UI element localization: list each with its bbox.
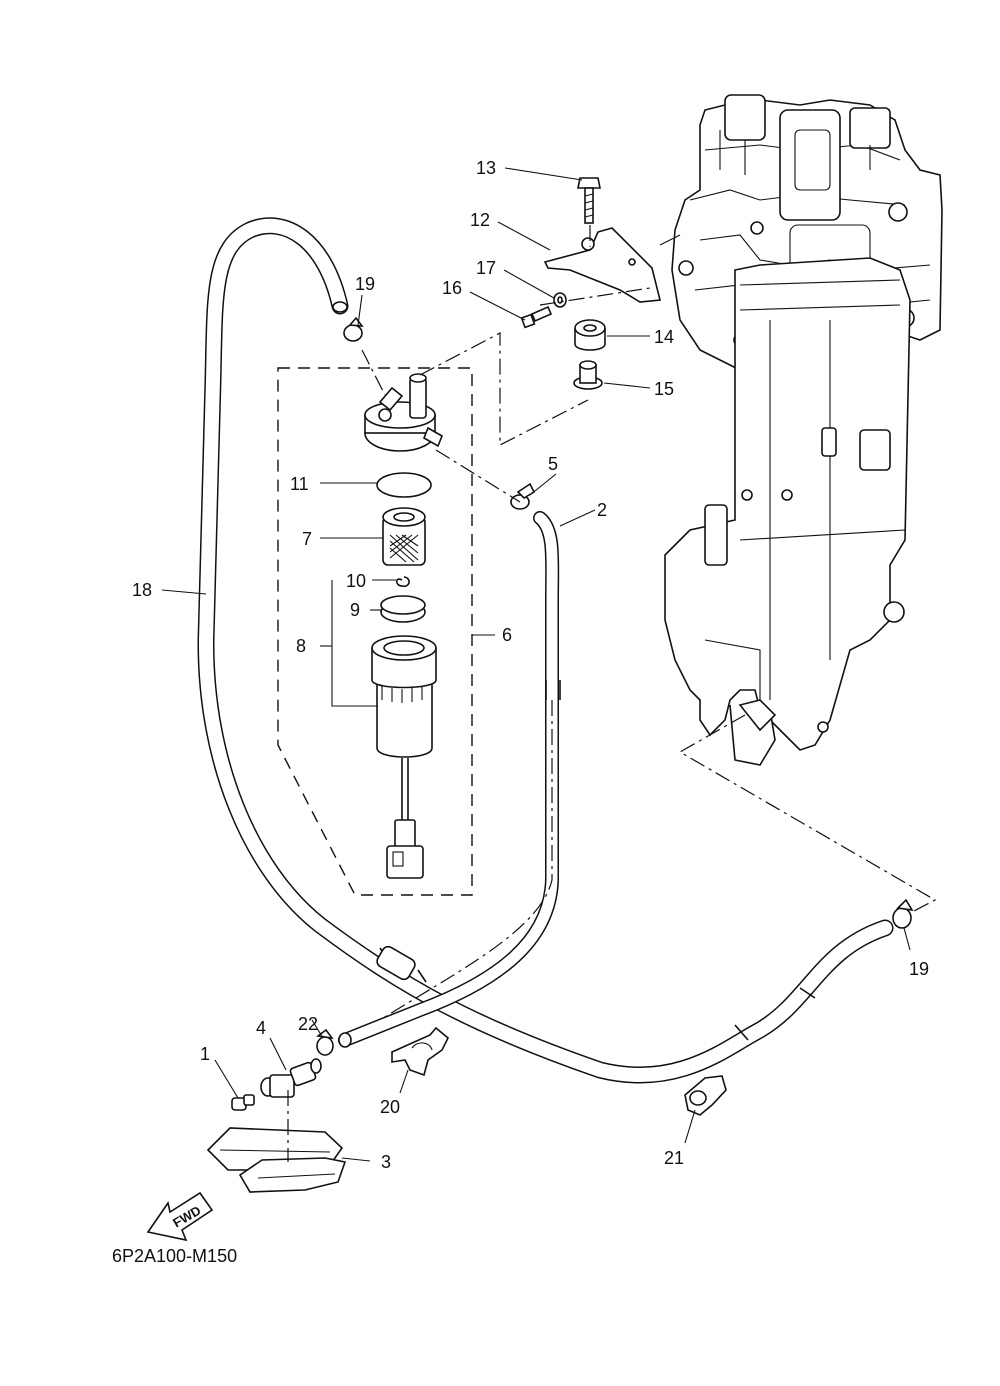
callout-8: 8: [296, 636, 306, 656]
callout-12: 12: [470, 210, 490, 230]
callout-1: 1: [200, 1044, 210, 1064]
bracket-12: [543, 227, 662, 303]
vapor-separator: [664, 257, 911, 766]
o-ring-11: [376, 472, 432, 498]
callout-7: 7: [302, 529, 312, 549]
callout-15: 15: [654, 379, 674, 399]
callout-11: 11: [290, 474, 309, 494]
callout-20: 20: [380, 1097, 400, 1117]
grommet-14: [574, 319, 606, 351]
clip-5: [510, 482, 536, 510]
callout-6: 6: [502, 625, 512, 645]
fuel-filter-head: [364, 373, 444, 452]
hose-2: [338, 511, 561, 1048]
callout-19-lower: 19: [909, 959, 929, 979]
collar-15: [573, 360, 603, 390]
cover-3: [206, 1127, 347, 1193]
callout-19-upper: 19: [355, 274, 375, 294]
fwd-arrow: FWD: [146, 1191, 214, 1242]
plug-1: [231, 1094, 255, 1111]
callout-13: 13: [476, 158, 496, 178]
callout-labels: 13 12 17 16 19 14 15 5 2 11 7 10 9 8 6 1…: [132, 158, 929, 1172]
bolt-13: [577, 177, 601, 224]
washer-17: [553, 292, 567, 308]
cap-9: [380, 595, 426, 623]
joint-4: [260, 1058, 322, 1098]
callout-22: 22: [298, 1014, 318, 1034]
callout-9: 9: [350, 600, 360, 620]
clamp-21: [684, 1075, 727, 1116]
bolt-16: [520, 305, 553, 329]
clamp-20: [391, 1026, 449, 1077]
callout-4: 4: [256, 1018, 266, 1038]
hose-18: [197, 217, 894, 1084]
circlip-10: [395, 576, 410, 588]
filter-element-7: [382, 507, 426, 566]
alignment-lines: [287, 225, 937, 1162]
callout-18: 18: [132, 580, 152, 600]
callout-16: 16: [442, 278, 462, 298]
filter-cup-8: [371, 635, 437, 879]
callout-14: 14: [654, 327, 674, 347]
clip-19-upper: [343, 316, 364, 342]
callout-21: 21: [664, 1148, 684, 1168]
callout-10: 10: [346, 571, 366, 591]
drawing-code: 6P2A100-M150: [112, 1246, 237, 1266]
callout-2: 2: [597, 500, 607, 520]
callout-17: 17: [476, 258, 496, 278]
clip-19-lower: [892, 898, 914, 929]
leader-lines: [161, 167, 911, 1162]
clip-22: [315, 1028, 334, 1056]
assembly-box-6: [277, 367, 473, 896]
callout-3: 3: [381, 1152, 391, 1172]
callout-5: 5: [548, 454, 558, 474]
